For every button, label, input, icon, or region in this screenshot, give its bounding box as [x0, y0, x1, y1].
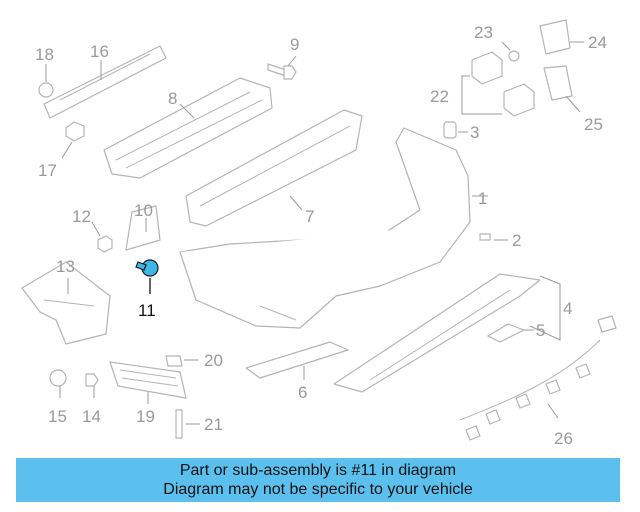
part-4-diffuser	[333, 273, 561, 393]
callout-24: 24	[588, 33, 607, 52]
part-17-bolt	[61, 121, 85, 159]
callout-2: 2	[512, 231, 521, 250]
callout-6: 6	[298, 383, 307, 402]
callout-9: 9	[290, 35, 299, 54]
callout-7: 7	[305, 207, 314, 226]
part-10-bracket	[125, 205, 161, 251]
callout-22: 22	[430, 87, 449, 106]
part-23-nut	[501, 41, 520, 62]
part-21-pin	[175, 409, 200, 439]
callout-8: 8	[168, 89, 177, 108]
part-11-bolt-highlighted	[135, 259, 159, 294]
part-25-bracket	[543, 65, 581, 113]
callout-10: 10	[134, 201, 153, 220]
part-6-reflector	[245, 341, 349, 380]
callout-26: 26	[554, 429, 573, 448]
part-22-sensors	[461, 51, 535, 117]
part-18-clip	[38, 64, 54, 98]
part-3-grommet	[443, 121, 468, 139]
callout-15: 15	[48, 407, 67, 426]
callout-14: 14	[82, 407, 101, 426]
banner-line-2: Diagram may not be specific to your vehi…	[163, 481, 473, 498]
callout-19: 19	[136, 407, 155, 426]
part-26-wiring-harness	[459, 315, 617, 441]
part-16-bar	[43, 45, 167, 119]
callout-16: 16	[90, 42, 109, 61]
part-15-fastener	[49, 369, 67, 398]
part-24-bracket	[539, 19, 584, 55]
callout-5: 5	[536, 321, 545, 340]
callout-21: 21	[204, 415, 223, 434]
callout-23: 23	[474, 23, 493, 42]
part-1-bumper-cover	[179, 127, 488, 329]
callout-4: 4	[563, 299, 572, 318]
callout-20: 20	[204, 351, 223, 370]
part-2-pin	[479, 233, 508, 241]
part-19-grille	[109, 361, 187, 404]
callout-3: 3	[470, 123, 479, 142]
callout-17: 17	[38, 161, 57, 180]
part-13-side-bracket	[21, 261, 111, 345]
callout-25: 25	[584, 115, 603, 134]
part-7-absorber	[185, 109, 363, 227]
callout-1: 1	[478, 189, 487, 208]
callout-12: 12	[72, 207, 91, 226]
parts-diagram: 1 2 3 4 5 6 7 8 9 10 11 12 13 14 15 16 1…	[21, 19, 617, 448]
part-5-trim	[487, 323, 534, 343]
part-8-reinforcement	[103, 77, 273, 179]
callout-13: 13	[56, 257, 75, 276]
callout-18: 18	[35, 45, 54, 64]
part-9-bolt	[267, 55, 297, 80]
callout-11: 11	[138, 301, 156, 320]
part-12-nut	[91, 221, 113, 253]
info-banner: Part or sub-assembly is #11 in diagram D…	[16, 458, 620, 502]
part-20-clip	[165, 355, 198, 367]
banner-line-1: Part or sub-assembly is #11 in diagram	[179, 462, 457, 479]
part-14-bolt	[85, 373, 99, 398]
